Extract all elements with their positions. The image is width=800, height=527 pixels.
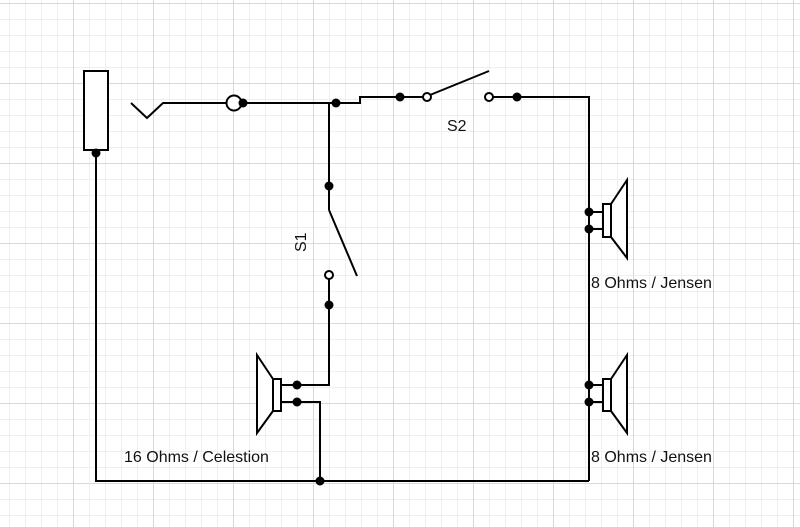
speaker-left-return <box>297 401 321 481</box>
speaker-right-bottom-icon <box>584 351 628 437</box>
speaker-left-label: 16 Ohms / Celestion <box>124 449 269 466</box>
ground-wire <box>95 153 589 482</box>
s2-label: S2 <box>447 118 467 135</box>
s1-to-speaker-wire <box>297 305 330 386</box>
speaker-right-bottom-label: 8 Ohms / Jensen <box>591 449 712 466</box>
switch-s1[interactable] <box>324 103 358 310</box>
junction-dot <box>331 98 341 108</box>
s1-label: S1 <box>293 232 310 252</box>
speaker-right-top-icon <box>584 176 628 261</box>
input-jack[interactable] <box>83 70 109 158</box>
speaker-left-icon <box>256 351 302 437</box>
hot-wire <box>243 96 400 104</box>
jack-tip <box>130 94 248 120</box>
switch-s2[interactable] <box>395 70 522 102</box>
jack-body <box>83 70 109 151</box>
right-wire <box>517 96 590 481</box>
speaker-right-top-label: 8 Ohms / Jensen <box>591 275 712 292</box>
